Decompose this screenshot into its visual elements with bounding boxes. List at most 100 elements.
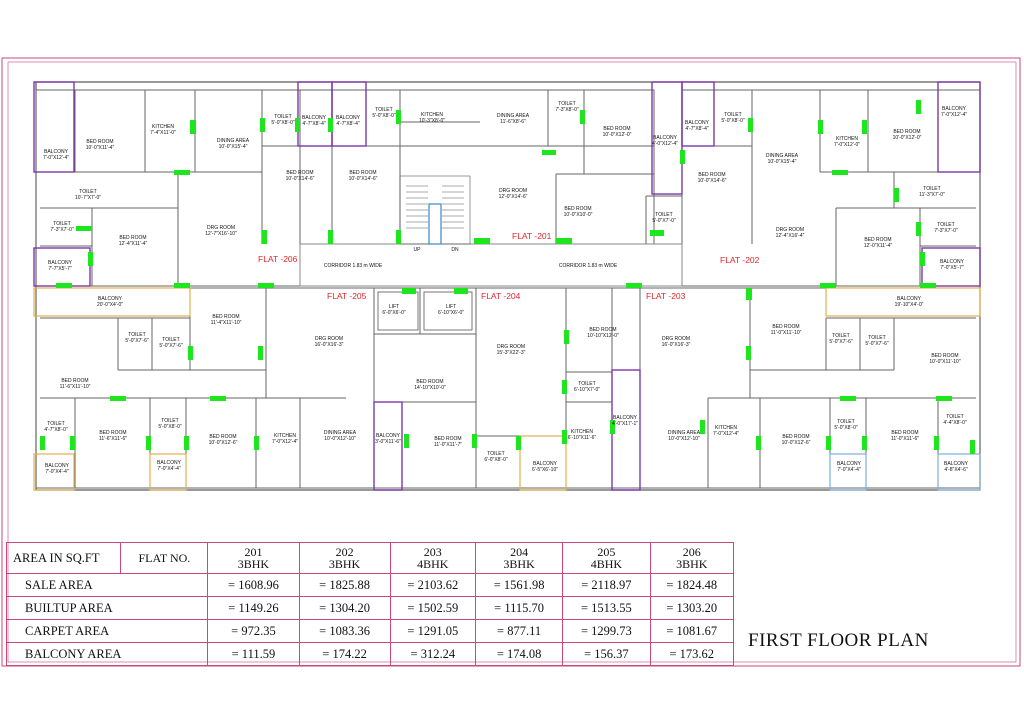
- room-dimension-label: 7'-0"X12'-4": [941, 112, 967, 118]
- room-dimension-label: 10'-10"X12'-0": [587, 333, 619, 339]
- room-name-label: BED ROOM: [61, 378, 88, 384]
- room-dimension-label: 7'-3"X7'-0": [50, 227, 73, 233]
- area-rows: SALE AREA= 1608.96= 1825.88= 2103.62= 15…: [5, 573, 734, 666]
- room-dimension-label: 12'-4"X16'-4": [776, 233, 805, 239]
- balconies-bottom: [33, 287, 981, 491]
- table-row: CARPET AREA= 972.35= 1083.36= 1291.05= 8…: [5, 619, 734, 643]
- room-dimension-label: 20'-0"X4'-0": [97, 302, 123, 308]
- area-value-cell: = 1299.73: [562, 619, 651, 643]
- room-dimension-label: 6'-10"X6'-0": [438, 310, 464, 316]
- room-dimension-label: 5'-0"X8'-0": [158, 424, 181, 430]
- room-dimension-label: 11'-0"X11'-6": [891, 436, 919, 442]
- room-name-label: KITCHEN: [152, 124, 174, 130]
- room-name-label: DINING AREA: [217, 138, 250, 144]
- room-name-label: BED ROOM: [286, 170, 313, 176]
- room-name-label: TOILET: [161, 418, 178, 424]
- room-dimension-label: 7'-7"X5'-7": [48, 266, 71, 272]
- area-value-cell: = 877.11: [474, 619, 564, 643]
- room-dimension-label: 7'-3"X7'-0": [934, 228, 957, 234]
- room-dimension-label: 5'-0"X7'-6": [125, 338, 148, 344]
- room-name-label: DRG ROOM: [776, 227, 804, 233]
- room-dimension-label: 12'-7"X16'-10": [205, 231, 237, 237]
- room-name-label: BALCONY: [837, 461, 862, 467]
- door-markers: [40, 100, 975, 454]
- room-name-label: BED ROOM: [86, 139, 113, 145]
- room-name-label: BALCONY: [45, 463, 70, 469]
- room-dimension-label: 7'-0"X12'-4": [272, 439, 298, 445]
- corridor-labels: CORRIDOR 1.83 m WIDE CORRIDOR 1.83 m WIDE…: [324, 247, 618, 269]
- room-dimension-label: 4'-0"X17'-1": [612, 421, 638, 427]
- area-value-cell: = 111.59: [207, 642, 300, 666]
- room-dimension-label: 5'-0"X8'-0": [271, 120, 294, 126]
- room-dimension-label: 10'-0"X15'-4": [768, 159, 797, 165]
- room-dimension-label: 10'-3"X8'-0": [419, 118, 445, 124]
- room-dimension-label: 12'-0"X14'-6": [499, 194, 528, 200]
- room-name-label: BED ROOM: [564, 206, 591, 212]
- room-name-label: BALCONY: [685, 120, 710, 126]
- room-dimension-label: 6'-10"X7'-0": [574, 387, 600, 393]
- table-row: BALCONY AREA= 111.59= 174.22= 312.24= 17…: [5, 642, 734, 666]
- area-value-cell: = 1083.36: [298, 619, 391, 643]
- room-dimension-label: 19'-10"X4'-0": [895, 302, 924, 308]
- room-name-label: KITCHEN: [836, 136, 858, 142]
- room-dimension-label: 3'-0"X11'-6": [375, 439, 401, 445]
- room-name-label: BED ROOM: [99, 430, 126, 436]
- room-name-label: LIFT: [446, 304, 456, 310]
- header-flat-no: FLAT NO.: [120, 542, 209, 574]
- room-name-label: TOILET: [578, 381, 595, 387]
- room-dimension-label: 4'-7"X8'-4": [685, 126, 708, 132]
- room-dimension-label: 11'-6"X11'-10": [60, 384, 91, 390]
- area-value-cell: = 156.37: [562, 642, 651, 666]
- room-dimension-label: 11'-6"X8'-6": [500, 119, 526, 125]
- room-name-label: BALCONY: [98, 296, 123, 302]
- room-name-label: DRG ROOM: [497, 344, 525, 350]
- area-value-cell: = 972.35: [207, 619, 300, 643]
- room-dimension-label: 7'-0"X12'-0": [834, 142, 860, 148]
- row-label: BUILTUP AREA: [5, 596, 209, 620]
- flat-number-tag: FLAT -205: [327, 291, 367, 301]
- room-name-label: DINING AREA: [497, 113, 530, 119]
- row-label: SALE AREA: [5, 573, 209, 597]
- row-label: BALCONY AREA: [5, 642, 209, 666]
- room-dimension-label: 5'-0"X7'-6": [829, 339, 852, 345]
- room-name-label: TOILET: [868, 335, 885, 341]
- room-name-label: BALCONY: [44, 149, 69, 155]
- room-name-label: BALCONY: [944, 461, 969, 467]
- room-dimension-label: 7'-0"X12'-4": [43, 155, 69, 161]
- area-value-cell: = 1081.67: [649, 619, 734, 643]
- room-name-label: BALCONY: [48, 260, 73, 266]
- room-dimension-label: 5'-0"X7'-6": [159, 343, 182, 349]
- room-dimension-label: 10'-0"X11'-10": [929, 359, 960, 365]
- room-name-label: TOILET: [558, 101, 575, 107]
- area-value-cell: = 1502.59: [389, 596, 476, 620]
- room-name-label: BALCONY: [376, 433, 401, 439]
- room-dimension-label: 10'-0"X11'-4": [86, 145, 115, 151]
- corridor-label: CORRIDOR 1.83 m WIDE: [324, 263, 383, 269]
- room-name-label: BALCONY: [653, 135, 678, 141]
- room-name-label: LIFT: [389, 304, 399, 310]
- room-name-label: BED ROOM: [209, 434, 236, 440]
- room-name-label: BED ROOM: [434, 436, 461, 442]
- room-dimension-label: 5'-0"X8'-0": [721, 118, 744, 124]
- corridor-label: CORRIDOR 1.83 m WIDE: [559, 263, 618, 269]
- room-name-label: TOILET: [724, 112, 741, 118]
- room-dimension-label: 4'-8"X4'-6": [944, 467, 967, 473]
- area-value-cell: = 1513.55: [562, 596, 651, 620]
- room-dimension-label: 5'-0"X7'-6": [865, 341, 888, 347]
- area-value-cell: = 2103.62: [389, 573, 476, 597]
- room-dimension-label: 10'-0"X12'-10": [668, 436, 700, 442]
- room-dimension-label: 10'-0"X12'-6": [209, 440, 238, 446]
- flat-number-tag: FLAT -204: [481, 291, 521, 301]
- room-name-label: DRG ROOM: [207, 225, 235, 231]
- room-name-label: TOILET: [487, 451, 504, 457]
- room-name-label: DINING AREA: [668, 430, 701, 436]
- sheet-frame: [1, 57, 1021, 667]
- row-label: CARPET AREA: [5, 619, 209, 643]
- room-name-label: BED ROOM: [212, 314, 239, 320]
- room-dimension-label: 10'-7"X7'-0": [75, 195, 101, 201]
